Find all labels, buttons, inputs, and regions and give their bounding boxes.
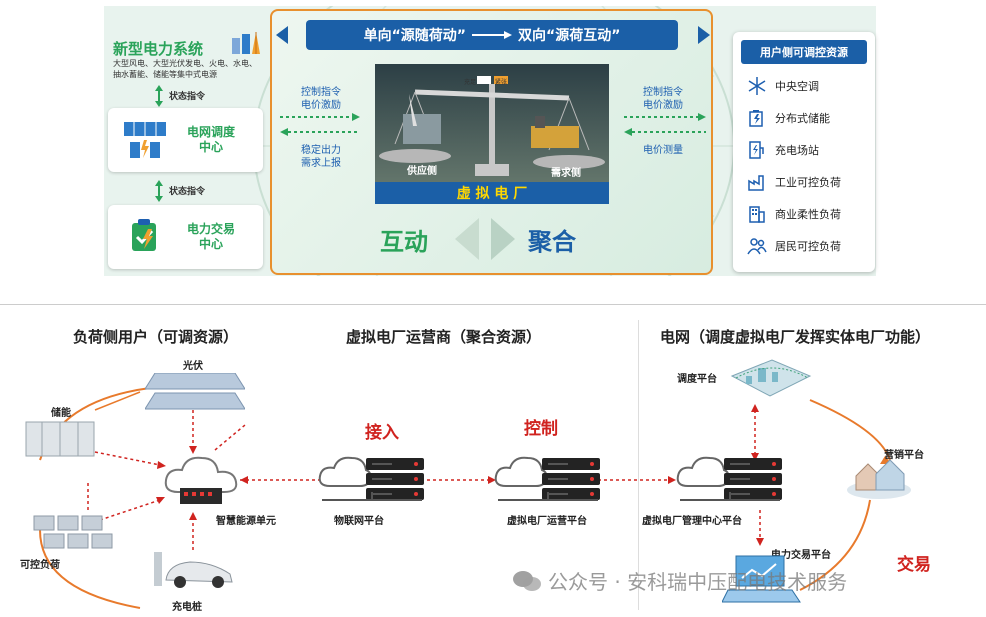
user-resources-panel: 用户侧可调控资源 中央空调 分布式储能 充电场站 工业可控负荷 商业柔性负荷 居…: [733, 32, 875, 272]
dispatch-center-label: 电网调度 中心: [186, 125, 235, 154]
server-rack-icon: [724, 458, 782, 503]
right-feedback: 电价测量: [643, 145, 683, 156]
cloud-icon: [494, 456, 548, 487]
left-dotted-arrow-left: [280, 128, 360, 136]
cloud-icon: [676, 456, 730, 487]
banner-left-text: 单向“源随荷动”: [363, 28, 466, 44]
resource-item: 充电场站: [747, 139, 819, 161]
control-label: 控制: [524, 419, 558, 439]
right-dotted-arrow-left: [624, 128, 706, 136]
houses-icon: [847, 459, 911, 499]
dispatch-center-box: 电网调度 中心: [108, 108, 263, 172]
dispatch-platform-label: 调度平台: [677, 374, 717, 385]
right-control-signals: 控制指令 电价激励: [643, 87, 683, 111]
smart-energy-unit-label: 智慧能源单元: [216, 516, 276, 527]
right-arrow-icon: [472, 31, 512, 39]
resources-header: 用户侧可调控资源: [741, 40, 867, 64]
vpp-operation-label: 虚拟电厂运营平台: [507, 516, 587, 527]
resource-label: 商业柔性负荷: [775, 208, 841, 221]
resource-item: 分布式储能: [747, 107, 830, 129]
network-base-icon: [322, 492, 422, 501]
double-arrow-2: [155, 180, 163, 202]
watermark-text: 公众号 · 安科瑞中压配电技术服务: [548, 570, 848, 594]
dispatch-city-icon: [730, 359, 812, 397]
scale-right-tag: 紧张: [495, 79, 508, 86]
solar-panel-icon: [124, 122, 166, 158]
resource-item: 商业柔性负荷: [747, 203, 841, 225]
trade-label: 交易: [897, 555, 931, 575]
battery-storage-icon: [749, 110, 763, 127]
iot-platform-label: 物联网平台: [334, 516, 384, 527]
vpp-mgmt-label: 虚拟电厂管理中心平台: [642, 516, 742, 527]
interact-aggregate-arrows: [455, 218, 515, 260]
resource-label: 分布式储能: [775, 112, 830, 125]
resource-label: 工业可控负荷: [775, 176, 841, 189]
network-base-icon: [680, 492, 780, 501]
marketing-platform-label: 营销平台: [884, 450, 924, 461]
interact-text: 互动: [380, 227, 428, 256]
shield-bolt-icon: [132, 219, 156, 251]
double-arrow-1: [155, 85, 163, 107]
left-feedback: 稳定出力 需求上报: [301, 145, 341, 169]
pv-label: 光伏: [183, 361, 203, 372]
factory-icon: [748, 175, 764, 191]
people-icon: [747, 238, 767, 255]
section-divider: [0, 304, 986, 305]
resource-item: 工业可控负荷: [747, 171, 841, 193]
grid-divider: [638, 320, 639, 610]
snowflake-icon: [748, 77, 766, 95]
cloud-gateway-icon: [164, 456, 238, 504]
controllable-load-label: 可控负荷: [20, 560, 60, 571]
operator-title: 虚拟电厂运营商（聚合资源）: [346, 328, 542, 346]
watermark: 公众号 · 安科瑞中压配电技术服务: [512, 566, 847, 595]
wechat-icon: [513, 570, 541, 591]
supply-side-label: 供应侧: [407, 166, 437, 177]
server-rack-icon: [542, 458, 600, 503]
power-plant-icon: [232, 32, 260, 54]
left-control-signals: 控制指令 电价激励: [301, 87, 341, 111]
balance-scale-icon: [379, 76, 605, 176]
status-command-label-1: 状态指令: [169, 92, 206, 102]
scale-left-tag: 充足: [464, 79, 477, 86]
load-side-title: 负荷侧用户（可调资源）: [73, 328, 239, 346]
right-dotted-arrow-right: [624, 113, 706, 121]
power-sources-desc: 大型风电、大型光伏发电、火电、水电、抽水蓄能、储能等集中式电源: [113, 59, 257, 79]
storage-label: 储能: [51, 408, 71, 419]
solar-array-icon: [145, 373, 245, 410]
new-power-system-title: 新型电力系统: [113, 40, 204, 58]
vpp-label: 虚 拟 电 厂: [375, 182, 609, 204]
ev-car-icon: [154, 552, 233, 588]
resource-item: 中央空调: [747, 75, 819, 97]
access-label: 接入: [365, 423, 399, 443]
grid-title: 电网（调度虚拟电厂发挥实体电厂功能）: [660, 328, 931, 346]
banner-double-arrow: [276, 26, 710, 44]
trading-center-box: 电力交易 中心: [108, 205, 263, 269]
storage-cabinet-icon: [25, 421, 95, 457]
resource-label: 居民可控负荷: [775, 240, 841, 253]
cloud-icon: [318, 456, 372, 487]
demand-side-label: 需求侧: [551, 168, 581, 179]
building-icon: [749, 206, 765, 223]
left-dotted-arrow-right: [280, 113, 360, 121]
resource-item: 居民可控负荷: [747, 235, 841, 257]
balance-scale-image: 充足 紧张 供应侧 需求侧: [375, 64, 609, 204]
status-command-label-2: 状态指令: [169, 187, 206, 197]
laptop-icon: [722, 555, 801, 603]
network-base-icon: [498, 492, 598, 501]
charging-pile-label: 充电桩: [172, 602, 202, 613]
controllable-load-icon: [33, 515, 113, 549]
resource-label: 中央空调: [775, 80, 819, 93]
banner-right-text: 双向“源荷互动”: [518, 28, 621, 44]
server-rack-icon: [366, 458, 424, 503]
power-trading-platform-label: 电力交易平台: [771, 550, 831, 561]
resource-label: 充电场站: [775, 144, 819, 157]
source-load-banner: 单向“源随荷动” 双向“源荷互动”: [306, 20, 678, 50]
trading-center-label: 电力交易 中心: [186, 222, 235, 251]
charging-station-icon: [749, 141, 764, 159]
aggregate-text: 聚合: [528, 227, 576, 256]
